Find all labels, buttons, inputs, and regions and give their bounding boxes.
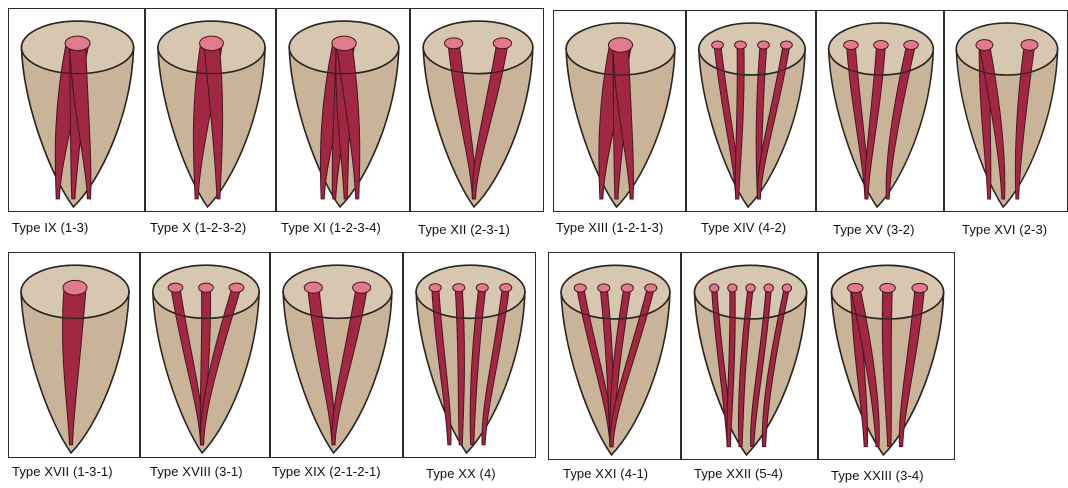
canal-orifice bbox=[904, 41, 919, 50]
canal-orifice bbox=[353, 282, 371, 293]
canal-orifice bbox=[621, 284, 633, 292]
tooth-root-diagram bbox=[956, 23, 1057, 207]
tooth-root-diagram bbox=[153, 265, 259, 453]
tooth-root-diagram bbox=[694, 265, 806, 455]
canal-orifice bbox=[453, 284, 465, 292]
diagram-label: Type XII (2-3-1) bbox=[418, 222, 510, 237]
tooth-illustration bbox=[819, 253, 954, 459]
tooth-illustration bbox=[277, 9, 409, 211]
tooth-root-diagram bbox=[423, 21, 533, 207]
diagram-cell bbox=[548, 252, 681, 460]
canal-orifice bbox=[912, 283, 928, 292]
canal-orifice bbox=[880, 283, 896, 292]
diagram-cell bbox=[270, 252, 403, 458]
tooth-root-diagram bbox=[561, 265, 670, 455]
diagram-cell bbox=[686, 10, 816, 212]
diagram-label: Type XVIII (3-1) bbox=[150, 464, 243, 479]
tooth-illustration bbox=[682, 253, 817, 459]
diagram-cell bbox=[818, 252, 955, 460]
canal-orifice bbox=[1021, 40, 1038, 51]
canal-orifice bbox=[608, 38, 632, 52]
diagram-cell bbox=[410, 8, 544, 212]
canal-orifice bbox=[168, 283, 183, 292]
tooth-illustration bbox=[549, 253, 680, 459]
tooth-root-diagram bbox=[831, 265, 943, 455]
canal-orifice bbox=[63, 280, 87, 295]
diagram-label: Type XI (1-2-3-4) bbox=[281, 220, 381, 235]
canal-orifice bbox=[332, 36, 356, 51]
tooth-illustration bbox=[271, 253, 402, 457]
tooth-root-diagram bbox=[289, 21, 399, 207]
tooth-illustration bbox=[817, 11, 943, 211]
canal-orifice bbox=[200, 36, 224, 51]
canal-orifice bbox=[848, 283, 864, 292]
diagram-label: Type XIV (4-2) bbox=[701, 220, 786, 235]
tooth-root-diagram bbox=[21, 265, 129, 453]
canal-orifice bbox=[782, 284, 791, 292]
canal-orifice bbox=[493, 38, 511, 49]
tooth-illustration bbox=[945, 11, 1067, 211]
diagram-cell bbox=[944, 10, 1068, 212]
tooth-root-diagram bbox=[21, 21, 133, 207]
diagram-cell bbox=[276, 8, 410, 212]
diagram-cell bbox=[403, 252, 536, 458]
diagram-label: Type XIX (2-1-2-1) bbox=[272, 464, 381, 479]
tooth-illustration bbox=[9, 9, 144, 211]
canal-orifice bbox=[758, 41, 770, 49]
canal-orifice bbox=[735, 41, 747, 49]
canal-orifice bbox=[598, 284, 610, 292]
canal-orifice bbox=[728, 284, 737, 292]
tooth-illustration bbox=[554, 11, 685, 211]
diagram-label: Type XXII (5-4) bbox=[694, 466, 783, 481]
tooth-illustration bbox=[404, 253, 535, 457]
diagram-label: Type XIII (1-2-1-3) bbox=[556, 220, 663, 235]
tooth-root-diagram bbox=[283, 265, 392, 453]
tooth-illustration bbox=[141, 253, 269, 457]
diagram-label: Type XXIII (3-4) bbox=[831, 468, 924, 483]
canal-orifice bbox=[304, 282, 322, 293]
tooth-illustration bbox=[411, 9, 543, 211]
diagram-label: Type X (1-2-3-2) bbox=[150, 220, 246, 235]
diagram-label: Type XX (4) bbox=[426, 466, 496, 481]
canal-orifice bbox=[476, 284, 488, 292]
diagram-cell bbox=[8, 8, 145, 212]
tooth-root-diagram bbox=[416, 265, 525, 453]
canal-orifice bbox=[445, 38, 463, 49]
diagram-label: Type XVI (2-3) bbox=[962, 222, 1047, 237]
canal-orifice bbox=[712, 41, 724, 49]
diagram-label: Type XXI (4-1) bbox=[563, 466, 648, 481]
diagram-cell bbox=[816, 10, 944, 212]
diagram-label: Type XVII (1-3-1) bbox=[12, 464, 113, 479]
diagram-cell bbox=[8, 252, 140, 458]
tooth-illustration bbox=[146, 9, 275, 211]
canal-orifice bbox=[500, 284, 512, 292]
canal-orifice bbox=[229, 283, 244, 292]
canal-orifice bbox=[199, 283, 214, 292]
tooth-illustration bbox=[687, 11, 815, 211]
canal-orifice bbox=[781, 41, 793, 49]
diagram-label: Type XV (3-2) bbox=[833, 222, 915, 237]
canal-orifice bbox=[429, 284, 441, 292]
diagram-label: Type IX (1-3) bbox=[12, 220, 88, 235]
canal-orifice bbox=[645, 284, 657, 292]
tooth-root-diagram bbox=[829, 23, 934, 207]
canal-orifice bbox=[574, 284, 586, 292]
canal-orifice bbox=[976, 40, 993, 51]
tooth-illustration bbox=[9, 253, 139, 457]
tooth-root-diagram bbox=[158, 21, 265, 207]
tooth-root-diagram bbox=[699, 23, 805, 207]
diagram-cell bbox=[681, 252, 818, 460]
canal-orifice bbox=[710, 284, 719, 292]
tooth-root-diagram bbox=[566, 23, 675, 207]
canal-orifice bbox=[874, 41, 889, 50]
canal-orifice bbox=[764, 284, 773, 292]
canal-orifice bbox=[844, 41, 859, 50]
canal-orifice bbox=[65, 36, 90, 51]
canal-orifice bbox=[746, 284, 755, 292]
diagram-cell bbox=[145, 8, 276, 212]
diagram-cell bbox=[140, 252, 270, 458]
diagram-cell bbox=[553, 10, 686, 212]
